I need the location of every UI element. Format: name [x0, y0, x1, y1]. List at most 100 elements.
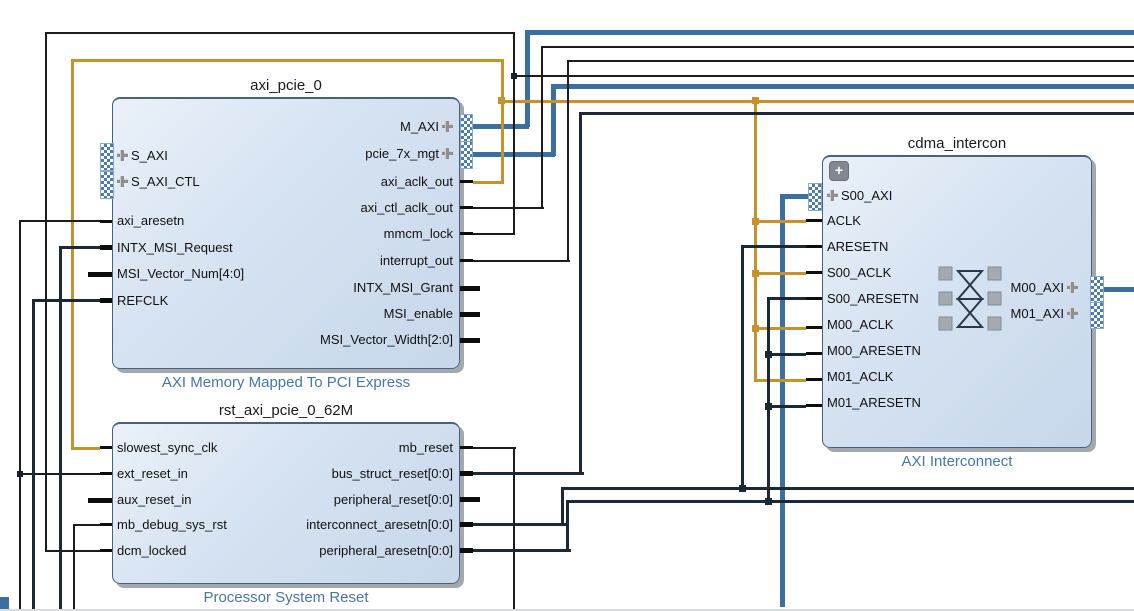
pin-stub[interactable]	[100, 245, 112, 250]
wire-bus-struct-reset[interactable]	[579, 112, 1134, 115]
pin-stub[interactable]	[460, 471, 473, 476]
port-s00-axi[interactable]: S00_AXI	[827, 187, 892, 205]
wire-axi-ctl-aclk-out[interactable]	[473, 207, 544, 209]
pin-stub[interactable]	[100, 549, 112, 552]
wire-m-axi[interactable]	[525, 30, 530, 127]
wire-axi-aclk[interactable]	[473, 181, 504, 184]
wire-peripheral-aresetn[interactable]	[473, 549, 571, 552]
port-interrupt-out[interactable]: interrupt_out	[380, 253, 453, 268]
interface-pin-s00-axi[interactable]	[808, 183, 822, 211]
pin-stub[interactable]	[460, 338, 480, 343]
port-msi-vector-num[interactable]: MSI_Vector_Num[4:0]	[117, 266, 245, 281]
block-axi-pcie-0[interactable]	[112, 97, 460, 369]
port-bus-struct-reset[interactable]: bus_struct_reset[0:0]	[331, 466, 453, 481]
block-expand-button[interactable]: +	[829, 161, 849, 181]
expand-plus-icon[interactable]	[117, 150, 128, 161]
wire-axi-aclk[interactable]	[754, 327, 806, 330]
expand-plus-icon[interactable]	[827, 190, 838, 201]
wire-axi-aclk[interactable]	[71, 59, 74, 448]
port-s-axi[interactable]: S_AXI	[117, 147, 168, 165]
wire-mmcm-dcm-locked[interactable]	[45, 32, 47, 551]
pin-stub[interactable]	[460, 180, 473, 183]
wire-interconnect-aresetn[interactable]	[741, 245, 806, 248]
expand-plus-icon[interactable]	[442, 121, 453, 132]
port-s00-aclk[interactable]: S00_ACLK	[827, 265, 892, 280]
pin-stub[interactable]	[88, 272, 112, 277]
wire-peripheral-aresetn[interactable]	[767, 405, 806, 408]
wire-peripheral-aresetn[interactable]	[566, 500, 569, 551]
port-m01-aresetn[interactable]: M01_ARESETN	[827, 395, 921, 410]
pin-stub[interactable]	[806, 245, 822, 248]
wire-interconnect-aresetn[interactable]	[561, 487, 1134, 490]
wire-axi-aclk[interactable]	[754, 379, 806, 382]
wire-axi-aclk[interactable]	[501, 59, 504, 183]
wire-intx-msi-request[interactable]	[59, 246, 100, 249]
pin-stub[interactable]	[100, 446, 112, 449]
pin-stub[interactable]	[100, 472, 112, 475]
port-interconnect-aresetn[interactable]: interconnect_aresetn[0:0]	[306, 517, 453, 532]
pin-stub[interactable]	[460, 522, 473, 527]
wire-axi-aclk[interactable]	[754, 220, 806, 223]
wire-m00-axi[interactable]	[1104, 287, 1134, 292]
expand-plus-icon[interactable]	[117, 176, 128, 187]
pin-stub[interactable]	[460, 446, 473, 449]
wire-axi-aresetn[interactable]	[20, 220, 100, 222]
expand-plus-icon[interactable]	[1067, 308, 1078, 319]
wire-interconnect-aresetn[interactable]	[561, 487, 564, 525]
wire-axi-aresetn[interactable]	[19, 220, 21, 611]
port-intx-msi-request[interactable]: INTX_MSI_Request	[117, 240, 233, 255]
wire-axi-aclk[interactable]	[754, 100, 757, 381]
wire-m-axi[interactable]	[471, 124, 529, 129]
port-s00-aresetn[interactable]: S00_ARESETN	[827, 291, 919, 306]
wire-mmcm-dcm-locked[interactable]	[473, 233, 515, 235]
wire-intx-msi-request[interactable]	[59, 246, 62, 611]
port-s-axi-ctl[interactable]: S_AXI_CTL	[117, 173, 200, 191]
interface-pin-pcie-7x-mgt[interactable]	[460, 141, 473, 169]
port-axi-aresetn[interactable]: axi_aresetn	[117, 213, 185, 228]
wire-axi-aclk[interactable]	[501, 100, 1134, 103]
wire-peripheral-aresetn[interactable]	[767, 297, 770, 502]
pin-stub[interactable]	[460, 206, 473, 209]
wire-mmcm-dcm-locked[interactable]	[45, 32, 514, 34]
port-m00-axi[interactable]: M00_AXI	[940, 279, 1078, 297]
port-msi-vector-width[interactable]: MSI_Vector_Width[2:0]	[320, 332, 453, 347]
wire-interrupt-out[interactable]	[473, 260, 570, 262]
wire-mmcm-dcm-locked[interactable]	[513, 32, 515, 235]
wire-interrupt-out[interactable]	[567, 60, 569, 262]
port-ext-reset-in[interactable]: ext_reset_in	[117, 466, 188, 481]
wire-mb-debug-sys-rst[interactable]	[73, 524, 75, 611]
wire-refclk[interactable]	[32, 299, 100, 302]
port-dcm-locked[interactable]: dcm_locked	[117, 543, 187, 558]
port-axi-ctl-aclk-out[interactable]: axi_ctl_aclk_out	[360, 200, 454, 215]
port-pcie-7x-mgt[interactable]: pcie_7x_mgt	[150, 145, 453, 163]
pin-stub[interactable]	[460, 497, 480, 502]
port-intx-msi-grant[interactable]: INTX_MSI_Grant	[353, 280, 453, 295]
port-msi-enable[interactable]: MSI_enable	[383, 306, 453, 321]
wire-pcie-7x-mgt[interactable]	[551, 84, 556, 156]
wire-axi-aclk[interactable]	[754, 272, 806, 275]
wire-peripheral-aresetn[interactable]	[767, 297, 806, 300]
wire-interconnect-aresetn[interactable]	[473, 523, 566, 526]
wire-mmcm-dcm-locked[interactable]	[45, 550, 100, 552]
wire-bus-struct-reset[interactable]	[473, 472, 584, 475]
wire-mb-reset[interactable]	[513, 447, 515, 611]
port-peripheral-reset[interactable]: peripheral_reset[0:0]	[333, 492, 453, 507]
pin-stub[interactable]	[806, 352, 822, 355]
port-m01-aclk[interactable]: M01_ACLK	[827, 369, 894, 384]
pin-stub[interactable]	[806, 219, 822, 222]
port-mb-debug-sys-rst[interactable]: mb_debug_sys_rst	[117, 517, 227, 532]
port-refclk[interactable]: REFCLK	[117, 293, 169, 308]
wire-interrupt-out[interactable]	[567, 60, 1134, 62]
port-axi-aclk-out[interactable]: axi_aclk_out	[380, 174, 453, 189]
wire-peripheral-aresetn[interactable]	[767, 353, 806, 356]
wire-s00-axi[interactable]	[780, 194, 808, 199]
wire-s00-axi[interactable]	[780, 194, 785, 607]
wire-mmcm-dcm-locked[interactable]	[513, 75, 1134, 77]
port-m01-axi[interactable]: M01_AXI	[940, 305, 1078, 323]
block-rst-axi-pcie[interactable]	[112, 422, 460, 584]
wire-mb-debug-sys-rst[interactable]	[73, 524, 100, 526]
wire-m-axi[interactable]	[525, 30, 1134, 35]
port-mmcm-lock[interactable]: mmcm_lock	[383, 226, 453, 241]
pin-stub[interactable]	[100, 298, 112, 303]
